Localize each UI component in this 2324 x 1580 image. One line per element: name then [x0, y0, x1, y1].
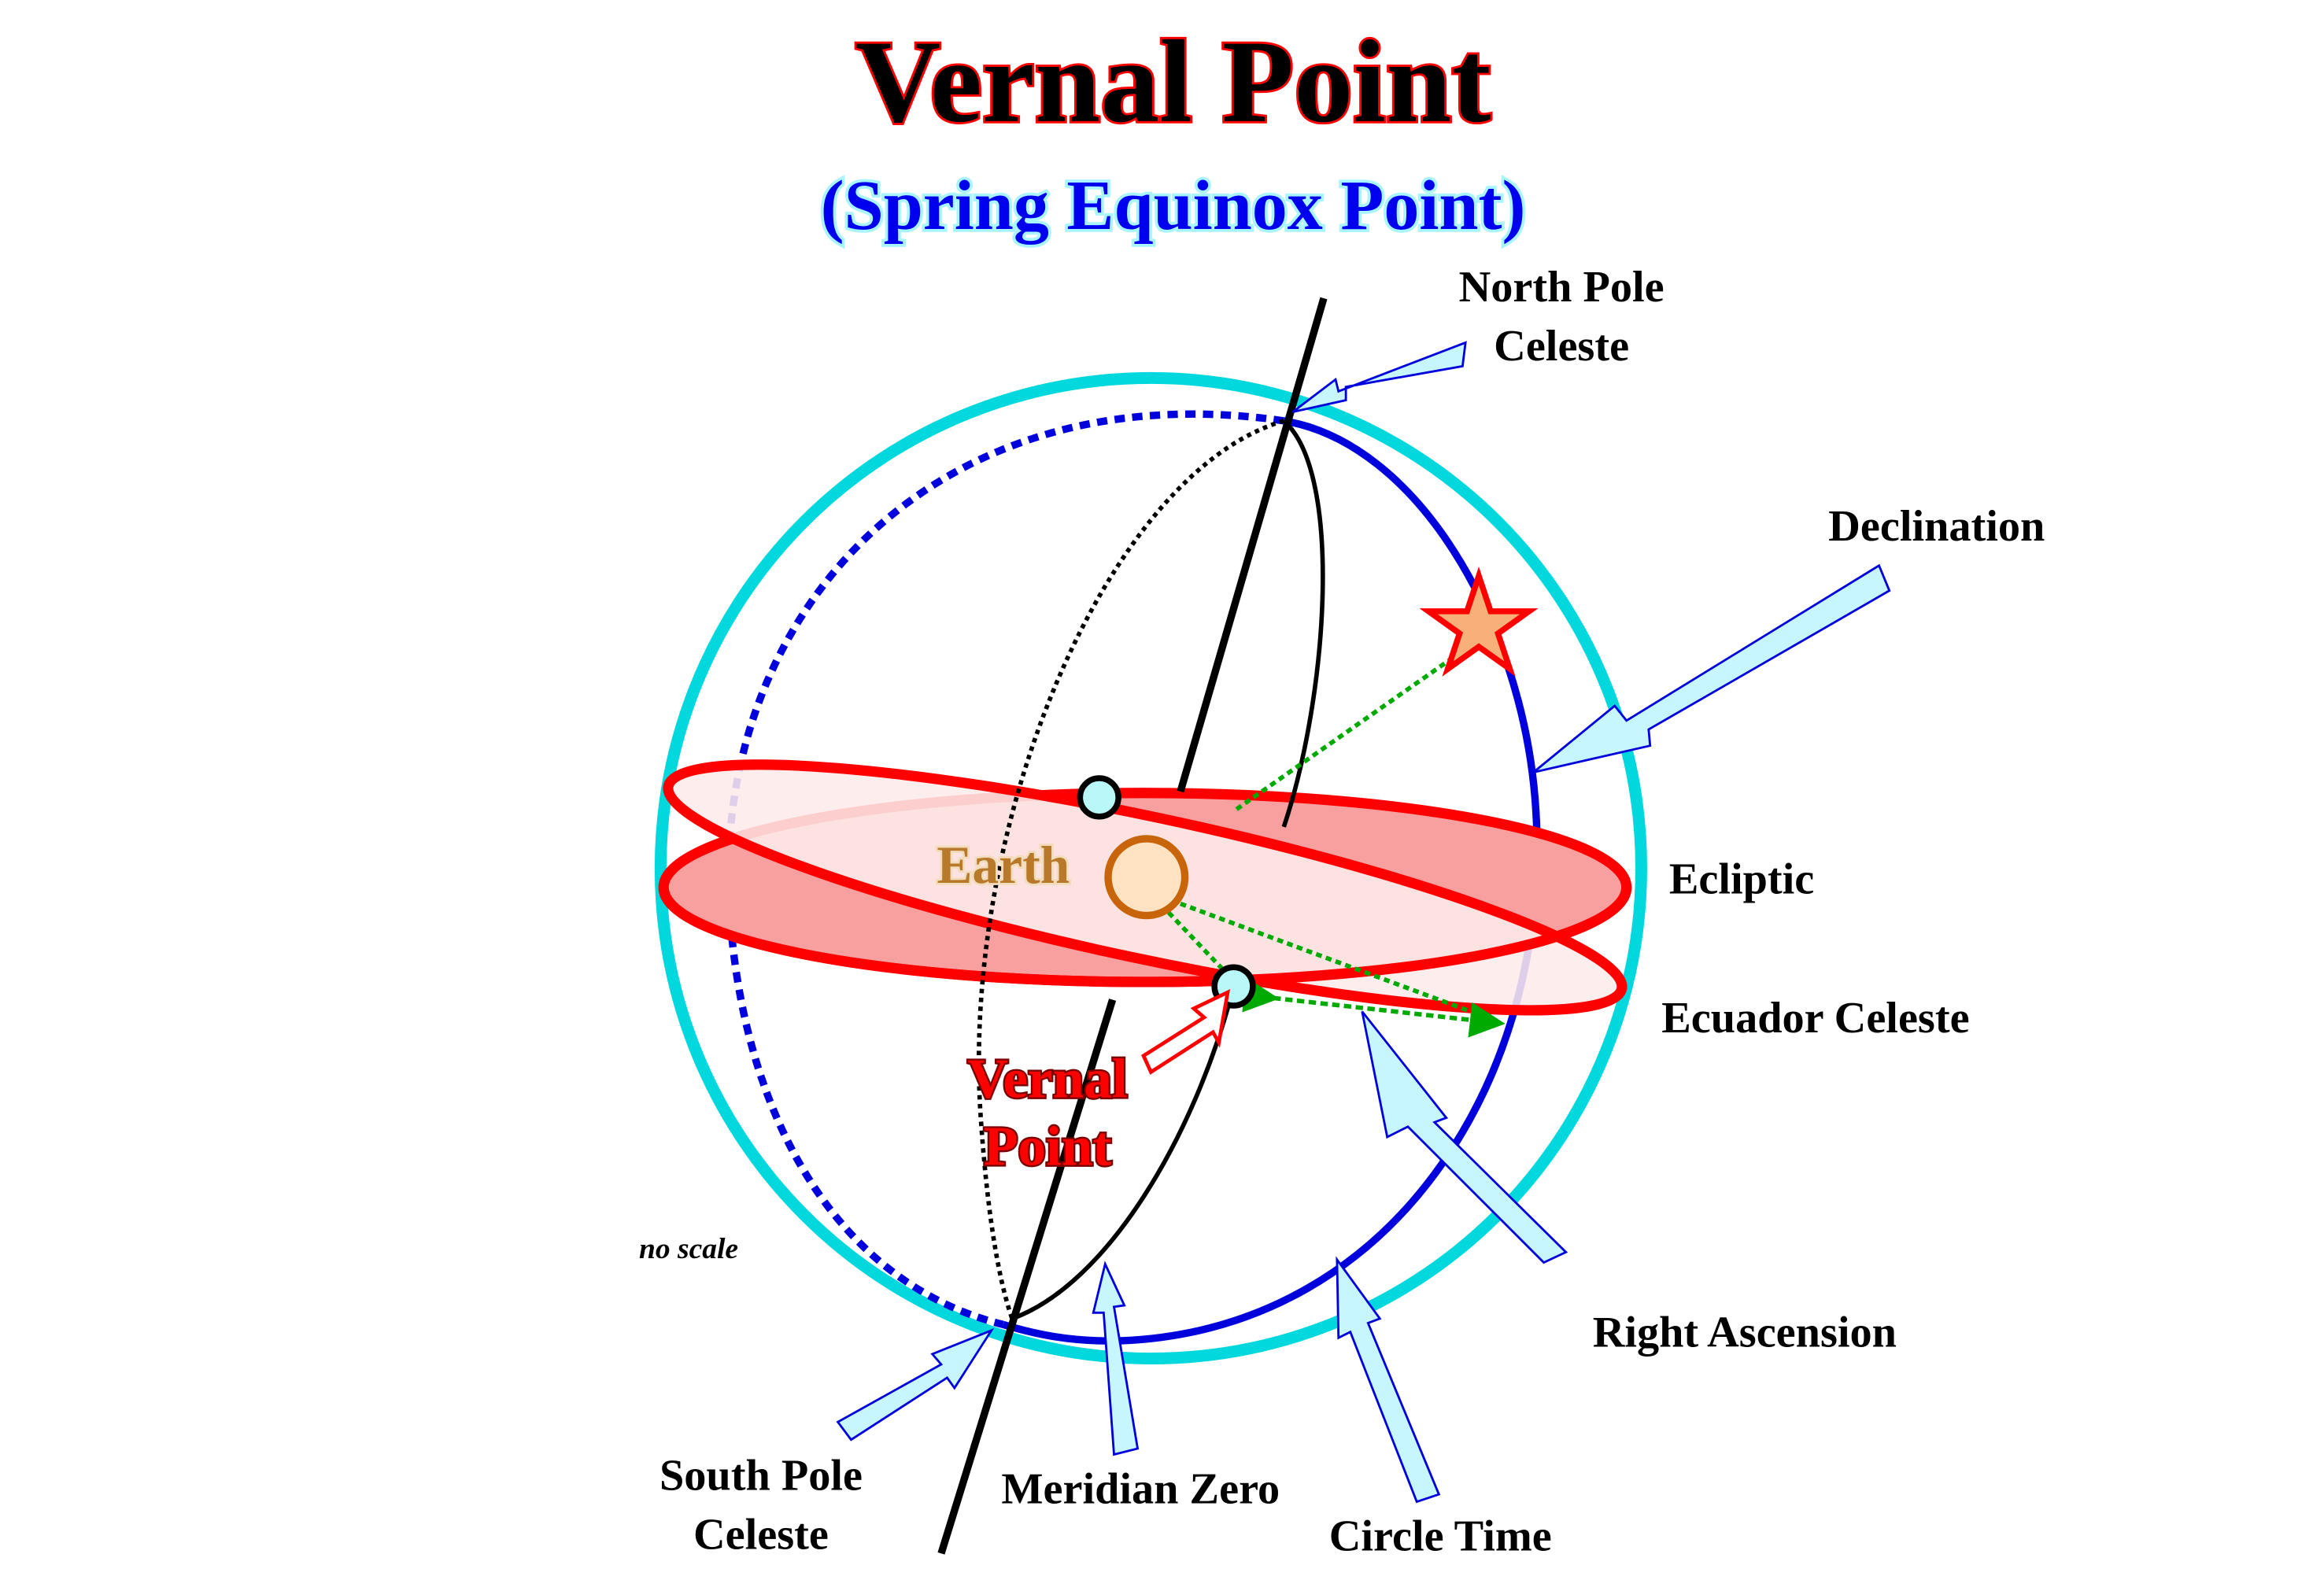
no-scale-note: no scale — [639, 1233, 738, 1265]
south-pole-label-line2: Celeste — [693, 1511, 829, 1560]
circle-time-label: Circle Time — [1329, 1512, 1552, 1560]
ecliptic-label: Ecliptic — [1669, 855, 1814, 903]
celestial-equator-front-edge — [658, 885, 1632, 988]
meridian-zero-pointer — [1092, 1261, 1140, 1456]
north-pole-label-line2: Celeste — [1494, 322, 1629, 371]
right-ascension-arc — [1242, 976, 1506, 1038]
celestial-axis-upper — [1177, 297, 1328, 793]
earth-icon — [1104, 835, 1189, 920]
vernal-pointer-icon — [1141, 989, 1231, 1075]
south-pole-pointer — [836, 1327, 995, 1442]
star-icon — [1419, 567, 1539, 677]
meridian-zero-front — [1281, 419, 1325, 828]
diagram-title: Vernal Point — [855, 17, 1491, 147]
south-pole-label-line1: South Pole — [660, 1452, 863, 1501]
meridian-zero-front-lower — [1011, 985, 1236, 1321]
declination-label: Declination — [1828, 502, 2045, 551]
earth-to-vernal-guide — [1166, 910, 1230, 976]
earth-to-star-projection — [1179, 901, 1492, 1021]
north-pole-label-line1: North Pole — [1459, 263, 1664, 312]
celestial-axis-lower — [937, 999, 1117, 1555]
declination-guide — [1235, 644, 1470, 811]
ecuador-celeste-label: Ecuador Celeste — [1661, 994, 1969, 1043]
diagram-subtitle: (Spring Equinox Point) — [821, 167, 1526, 245]
meridian-zero-label: Meridian Zero — [1001, 1464, 1280, 1513]
declination-pointer — [1532, 563, 1891, 773]
right-ascension-label: Right Ascension — [1593, 1308, 1897, 1357]
celestial-sphere — [654, 371, 1647, 1365]
earth-label: Earth — [937, 836, 1070, 895]
meridian-zero-back — [977, 419, 1285, 1320]
arrow-pointer-icon — [836, 341, 1891, 1504]
right-ascension-pointer — [1361, 1010, 1568, 1264]
autumn-equinox-point — [1077, 775, 1121, 820]
vernal-point-label-line1: Vernal — [967, 1047, 1127, 1109]
north-pole-pointer — [1291, 341, 1467, 413]
circle-time-pointer — [1336, 1256, 1441, 1504]
circle-time-back — [725, 410, 1284, 1328]
vernal-point-label-line2: Point — [984, 1116, 1112, 1178]
